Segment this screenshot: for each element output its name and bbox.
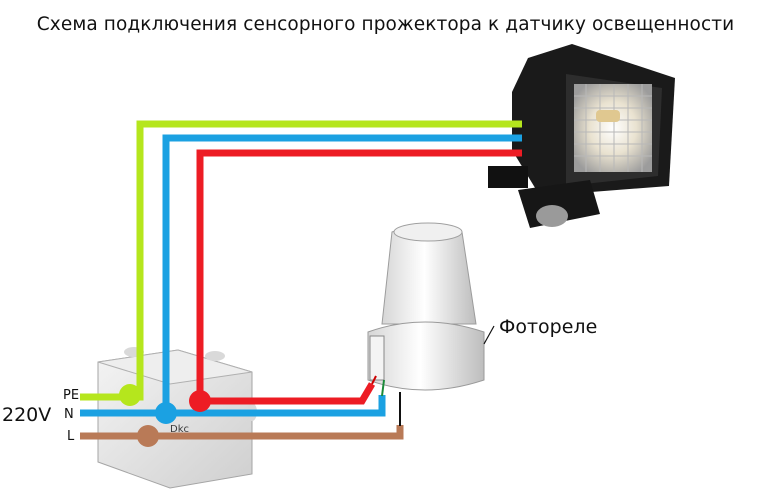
phase-junction-dot <box>189 390 211 412</box>
diagram-title: Схема подключения сенсорного прожектора … <box>36 14 735 35</box>
voltage-label: 220V <box>2 404 52 426</box>
phase-wire-from-relay <box>200 382 376 405</box>
halogen-bulb <box>596 110 620 122</box>
pe-label: PE <box>63 388 80 403</box>
pe-junction-dot <box>119 384 141 406</box>
n-wire-to-lamp <box>162 134 522 413</box>
pe-wire <box>80 120 522 401</box>
n-label: N <box>64 407 74 422</box>
photo-relay <box>367 222 495 391</box>
n-wire <box>80 395 386 417</box>
floodlight <box>488 44 675 228</box>
lamp-glass <box>574 84 652 172</box>
n-junction-dot <box>155 402 177 424</box>
photorelay-label: Фотореле <box>499 316 598 338</box>
phase-wire-to-lamp <box>196 149 522 401</box>
photorelay-pointer-line <box>483 325 495 345</box>
l-junction-dot <box>137 425 159 447</box>
l-label: L <box>67 429 75 444</box>
junction-box <box>97 347 257 489</box>
motion-sensor-lens <box>536 205 568 227</box>
wires <box>80 120 522 440</box>
box-brand-label: Dkc <box>170 424 189 435</box>
relay-leads <box>371 375 401 426</box>
l-wire <box>80 425 404 440</box>
